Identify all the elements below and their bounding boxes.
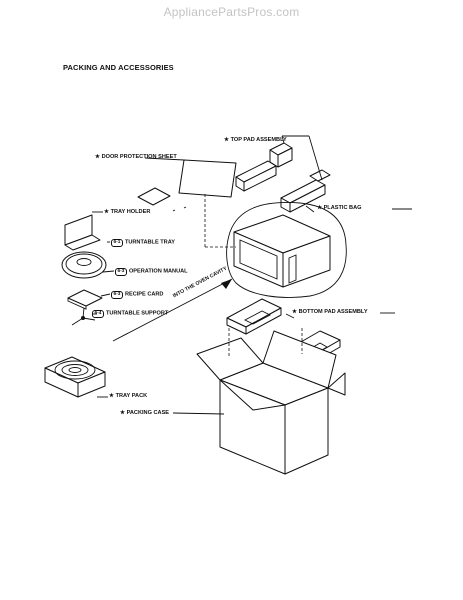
door-protection-sheet-drawing	[178, 159, 237, 198]
page-title: PACKING AND ACCESSORIES	[63, 63, 174, 72]
ref-badge-operation-manual: 6-3	[115, 268, 127, 276]
label-packing-case: ★ PACKING CASE	[120, 410, 170, 416]
label-door-protection-sheet: ★ DOOR PROTECTION SHEET	[95, 154, 177, 160]
label-top-pad-assembly: ★ TOP PAD ASSEMBLY	[224, 137, 287, 143]
label-bottom-pad-assembly: ★ BOTTOM PAD ASSEMBLY	[292, 309, 368, 315]
microwave-oven-drawing	[233, 214, 331, 288]
top-pad-assembly-drawing	[235, 142, 331, 213]
ref-badge-turntable-tray: 6-1	[111, 239, 123, 247]
ref-badge-recipe-card: 6-3	[111, 291, 123, 299]
leader-lines	[92, 135, 412, 415]
packing-case-drawing	[196, 328, 346, 475]
label-tray-pack: ★ TRAY PACK	[109, 393, 148, 399]
turntable-support-drawing	[71, 307, 96, 326]
plastic-bag-drawing	[226, 202, 347, 298]
watermark: AppliancePartsPros.com	[163, 5, 300, 19]
label-plastic-bag: ★ PLASTIC BAG	[317, 205, 362, 211]
tray-pack-drawing	[44, 356, 106, 398]
ref-badge-turntable-support: 6-4	[92, 310, 104, 318]
turntable-tray-drawing	[61, 251, 107, 279]
label-tray-holder: ★ TRAY HOLDER	[104, 209, 151, 215]
operation-manual-drawing	[67, 289, 103, 307]
